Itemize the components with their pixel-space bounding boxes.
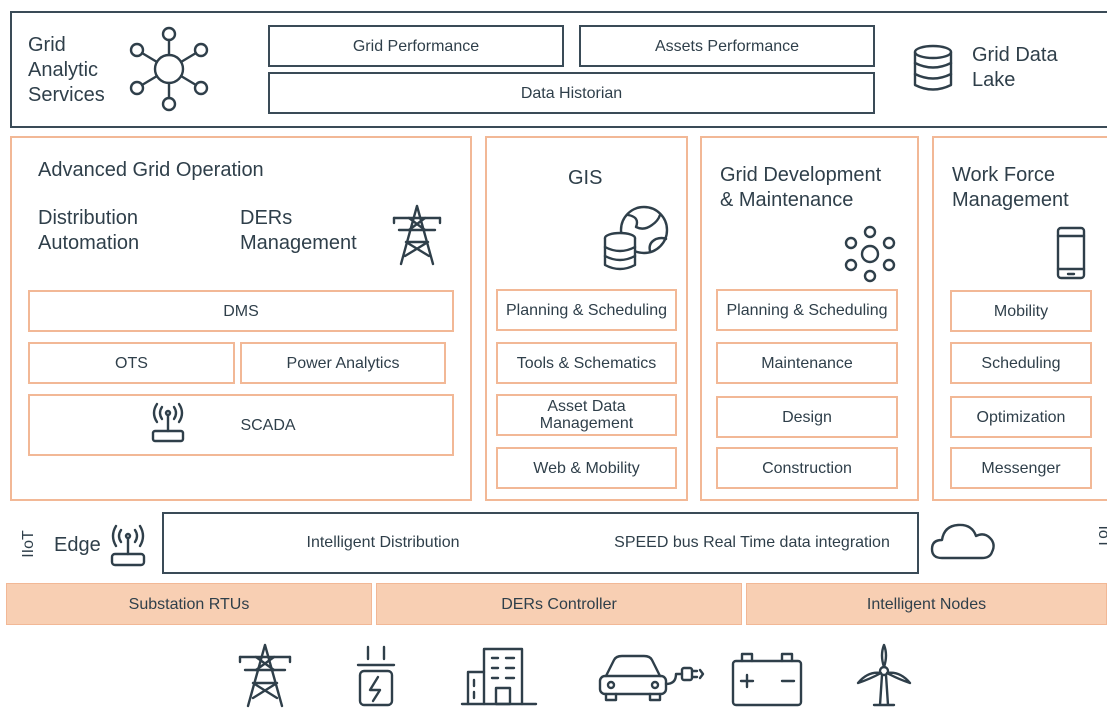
grid-data-lake-title: Grid Data Lake — [972, 44, 1058, 91]
work-force-panel — [932, 136, 1107, 501]
database-icon — [913, 44, 953, 91]
gdm-item-planning: Planning & Scheduling — [716, 289, 898, 331]
advanced-grid-operation-panel — [10, 136, 472, 501]
gis-title: GIS — [568, 167, 603, 189]
transmission-tower-icon — [392, 204, 442, 266]
dms-box: DMS — [28, 290, 454, 332]
gis-item-asset-data: Asset Data Management — [496, 394, 677, 436]
ders-controller-bar: DERs Controller — [376, 583, 742, 625]
ots-box: OTS — [28, 342, 235, 384]
work-force-title: Work Force Management — [952, 164, 1069, 211]
assets-performance-box: Assets Performance — [579, 25, 875, 67]
gis-item-planning: Planning & Scheduling — [496, 289, 677, 331]
gis-panel — [485, 136, 688, 501]
scada-label: SCADA — [240, 416, 296, 434]
power-socket-icon — [356, 645, 396, 707]
substation-rtus-bar: Substation RTUs — [6, 583, 372, 625]
iiot-label: IIoT — [20, 530, 37, 558]
wfm-item-scheduling: Scheduling — [950, 342, 1092, 384]
gdm-item-construction: Construction — [716, 447, 898, 489]
grid-analytic-services-title: Grid Analytic Services — [28, 34, 105, 106]
grid-development-title: Grid Development & Maintenance — [720, 164, 882, 211]
edge-router-icon — [110, 524, 146, 567]
speed-bus-label: SPEED bus Real Time data integration — [614, 533, 890, 551]
hub-network-icon — [129, 26, 209, 112]
data-historian-box: Data Historian — [268, 72, 875, 114]
iot-right-label: IoT — [1095, 525, 1107, 549]
edge-label: Edge — [54, 534, 101, 556]
ders-management-label: DERs Management — [240, 207, 357, 254]
scada-box — [28, 394, 454, 456]
intelligent-distribution-label: Intelligent Distribution — [306, 533, 460, 551]
wfm-item-messenger: Messenger — [950, 447, 1092, 489]
edge-bus-box — [162, 512, 919, 574]
gdm-item-design: Design — [716, 396, 898, 438]
intelligent-nodes-bar: Intelligent Nodes — [746, 583, 1107, 625]
wind-turbine-icon — [856, 643, 912, 707]
gdm-item-maintenance: Maintenance — [716, 342, 898, 384]
grid-development-panel — [700, 136, 919, 501]
globe-database-icon — [603, 205, 669, 271]
gis-item-web-mobility: Web & Mobility — [496, 447, 677, 489]
electric-car-icon — [598, 654, 705, 702]
wfm-item-optimization: Optimization — [950, 396, 1092, 438]
distribution-automation-label: Distribution Automation — [38, 207, 140, 254]
antenna-router-icon — [151, 402, 185, 443]
gear-cluster-icon — [844, 225, 896, 283]
battery-icon — [731, 652, 803, 707]
grid-performance-box: Grid Performance — [268, 25, 564, 67]
transmission-tower-bottom-icon — [238, 643, 292, 708]
building-icon — [460, 647, 538, 706]
cloud-icon — [930, 523, 995, 560]
wfm-item-mobility: Mobility — [950, 290, 1092, 332]
gis-item-tools: Tools & Schematics — [496, 342, 677, 384]
power-analytics-box: Power Analytics — [240, 342, 446, 384]
analytics-band — [10, 11, 1107, 128]
advanced-grid-operation-title: Advanced Grid Operation — [38, 159, 264, 181]
smartphone-icon — [1056, 226, 1086, 280]
